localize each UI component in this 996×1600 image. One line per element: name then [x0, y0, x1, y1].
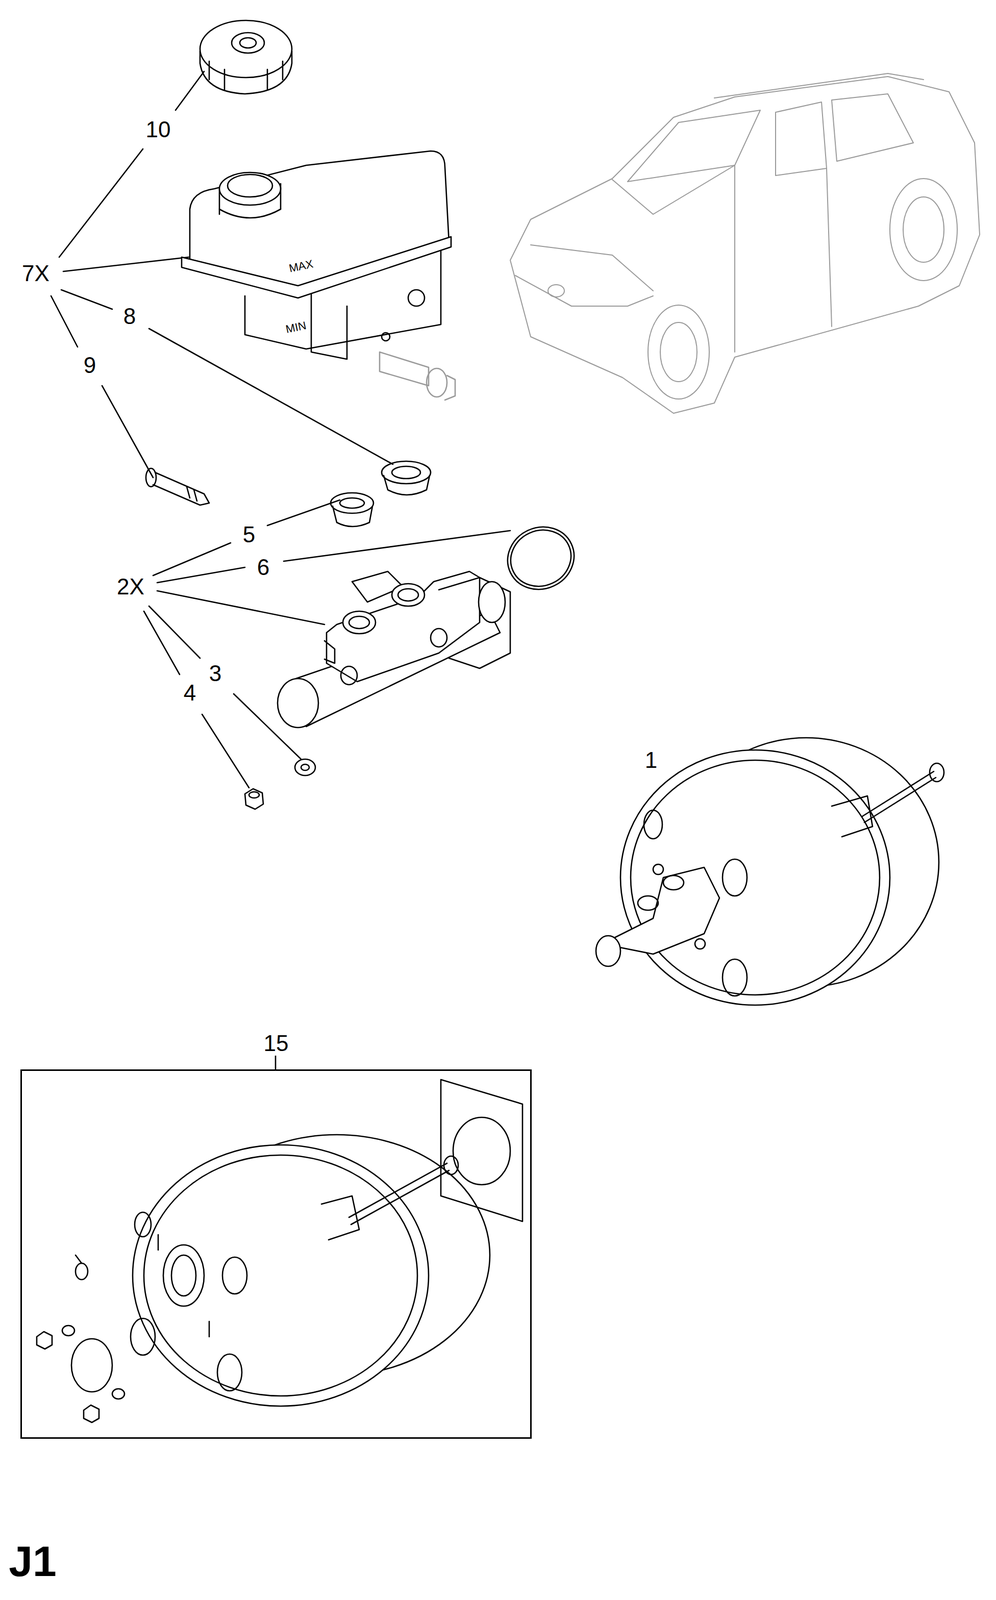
brake-booster [595, 737, 944, 1006]
kit-frame: 15 [20, 1069, 532, 1439]
callout-number: 15 [261, 1031, 291, 1056]
leader-lines [51, 71, 511, 1070]
callout-number: 4 [181, 680, 198, 706]
brake-booster-kit [36, 1079, 523, 1423]
master-cylinder [277, 571, 511, 728]
level-mark: MIN [282, 318, 310, 337]
callout-number: 10 [143, 117, 173, 142]
page-code: J1 [6, 1538, 59, 1584]
level-sensor [379, 352, 456, 401]
callout-number: 7X [19, 261, 52, 286]
retaining-pin [145, 468, 210, 506]
vehicle-outline [510, 73, 980, 414]
fluid-reservoir [181, 151, 452, 360]
fasteners [244, 759, 316, 810]
reservoir-cap [200, 20, 292, 94]
level-mark: MAX [285, 256, 317, 276]
callout-number: 8 [121, 304, 138, 329]
callout-number: 2X [114, 574, 147, 600]
callout-number: 3 [207, 661, 224, 686]
callout-number: 9 [81, 353, 98, 378]
callout-number: 5 [240, 522, 258, 547]
callout-number: 6 [255, 555, 272, 580]
grommet [330, 461, 431, 527]
seal-ring [497, 516, 585, 601]
callout-number: 1 [642, 748, 660, 773]
